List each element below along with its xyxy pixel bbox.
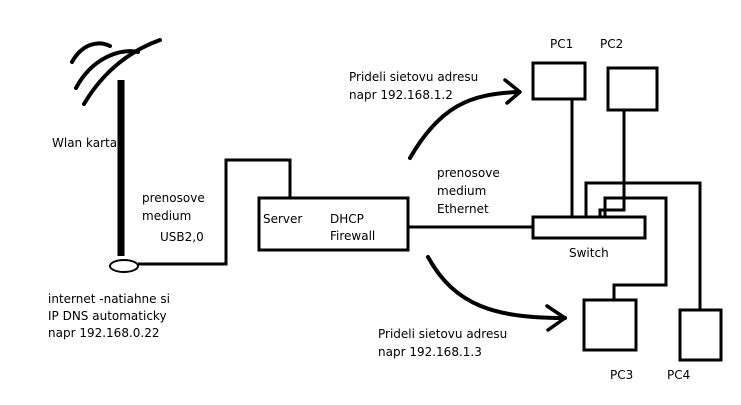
ethernet-medium-line-1: prenosove [437, 166, 500, 180]
pc1-box [531, 61, 587, 101]
switch-box [531, 215, 647, 240]
server-label: Server [263, 212, 303, 226]
pc3-label: PC3 [610, 368, 634, 382]
firewall-label: Firewall [330, 229, 376, 243]
usb-medium-line-1: prenosove [142, 191, 205, 205]
internet-note-line-1: internet -natiahne si [48, 292, 170, 306]
pc1-label: PC1 [550, 37, 574, 51]
assign-bottom-line-1: Prideli sietovu adresu [378, 327, 508, 341]
usb-medium-line-3: USB2,0 [160, 230, 204, 244]
wlan-card-label: Wlan karta [52, 136, 118, 150]
internet-note-line-3: napr 192.168.0.22 [48, 326, 160, 340]
pc-cables [570, 99, 702, 310]
usb-medium-line-2: medium [142, 209, 192, 223]
ethernet-medium-line-3: Ethernet [437, 202, 489, 216]
ethernet-medium-line-2: medium [437, 184, 487, 198]
switch-label: Switch [569, 246, 609, 260]
dhcp-label: DHCP [330, 212, 364, 226]
pc3-box [582, 298, 638, 352]
assign-top-line-1: Prideli sietovu adresu [349, 70, 479, 84]
pc4-label: PC4 [667, 368, 691, 382]
pc2-label: PC2 [600, 37, 624, 51]
arrow-to-pc3 [426, 255, 567, 332]
server-box [257, 196, 410, 252]
internet-note-line-2: IP DNS automaticky [48, 309, 167, 323]
usb-cable [138, 158, 292, 266]
wifi-antenna-icon [70, 38, 162, 273]
assign-top-line-2: napr 192.168.1.2 [349, 88, 453, 102]
arrow-to-pc1 [408, 78, 522, 160]
pc4-box [678, 308, 723, 362]
assign-bottom-line-2: napr 192.168.1.3 [378, 345, 482, 359]
pc2-box [606, 66, 659, 112]
